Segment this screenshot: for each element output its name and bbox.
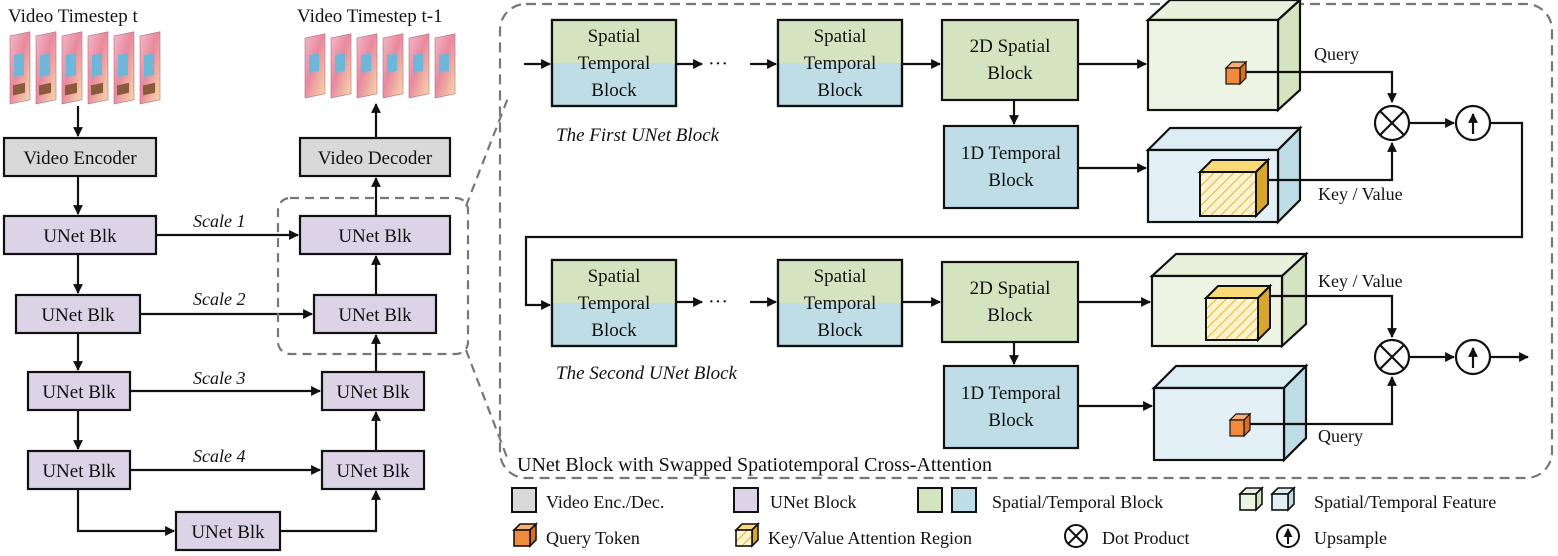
- unet-blk-dec-4: [320, 449, 426, 491]
- purple-square-icon: [733, 487, 759, 513]
- cube-pair-icon: [1238, 486, 1296, 512]
- scale-1-label: Scale 1: [193, 211, 245, 231]
- legend-label-feature: Spatial/Temporal Feature: [1314, 492, 1496, 512]
- unet-blk-label: UNet Blk: [336, 382, 410, 403]
- video-decoder-box: [298, 136, 452, 178]
- dot-product-icon: [1373, 338, 1411, 376]
- query-token-cube-1: [1224, 60, 1248, 86]
- pipeline-arrows: [73, 103, 381, 536]
- query-token-cube-2: [1228, 412, 1252, 438]
- unet-blk-dec-2: [312, 293, 438, 335]
- second-unet-caption: The Second UNet Block: [556, 363, 738, 384]
- spatial-2d-block-1: [940, 18, 1080, 102]
- legend-label-unet: UNet Block: [770, 492, 856, 512]
- ellipsis-2: ···: [708, 291, 728, 313]
- dot-product-icon: [1373, 104, 1411, 142]
- st-block-label: Spatial Temporal Block: [577, 265, 651, 341]
- first-unet-caption: The First UNet Block: [556, 125, 720, 146]
- scale-2-label: Scale 2: [193, 289, 245, 309]
- unet-blk-label: UNet Blk: [41, 305, 115, 326]
- legend-label-upsample: Upsample: [1314, 528, 1387, 548]
- spatial-2d-label: 2D Spatial Block: [969, 278, 1051, 326]
- input-video-frames: [9, 31, 161, 105]
- legend-label-dot-product: Dot Product: [1102, 528, 1190, 548]
- zoom-region-box: [276, 196, 470, 356]
- detail-panel-title: UNet Block with Swapped Spatiotemporal C…: [517, 454, 992, 476]
- yellow-cube-icon: [734, 522, 760, 548]
- unet-blk-enc-3: [26, 370, 132, 412]
- scale-4-label: Scale 4: [193, 446, 245, 466]
- zoom-connector-bottom: [464, 349, 510, 461]
- unet-blk-label: UNet Blk: [338, 305, 412, 326]
- unet-blk-label: UNet Blk: [338, 226, 412, 247]
- legend-label-spatial-temporal-block: Spatial/Temporal Block: [992, 492, 1163, 512]
- unet-blk-label: UNet Blk: [191, 522, 265, 543]
- upsample-icon: [1454, 338, 1492, 376]
- unet-blk-label: UNet Blk: [336, 461, 410, 482]
- kv-region-cube-1: [1197, 157, 1271, 219]
- st-block-label: Spatial Temporal Block: [803, 25, 877, 101]
- unet-blk-label: UNet Blk: [42, 461, 116, 482]
- upsample-icon: [1276, 524, 1300, 548]
- temporal-feature-cube-2: [1151, 363, 1309, 463]
- unet-blk-label: UNet Blk: [42, 382, 116, 403]
- connector-to-second-block: [524, 121, 1524, 310]
- video-decoder-label: Video Decoder: [318, 148, 433, 169]
- query-label-2: Query: [1318, 426, 1363, 446]
- zoom-connector-top: [464, 97, 510, 207]
- kv-region-cube-2: [1203, 283, 1273, 343]
- unet-blk-bottleneck: [174, 510, 282, 552]
- spatial-2d-block-2: [940, 260, 1080, 344]
- orange-cube-icon: [512, 522, 538, 548]
- unet-blk-label: UNet Blk: [43, 226, 117, 247]
- ellipsis-1: ···: [708, 53, 728, 75]
- upsample-icon: [1454, 104, 1492, 142]
- temporal-1d-block-1: [942, 124, 1080, 210]
- legend-label-enc-dec: Video Enc./Dec.: [546, 492, 664, 512]
- video-encoder-box: [2, 136, 158, 178]
- input-timestep-label: Video Timestep t: [8, 6, 138, 27]
- spatial-2d-label: 2D Spatial Block: [969, 36, 1051, 84]
- query-label-1: Query: [1314, 44, 1359, 64]
- temporal-1d-label: 1D Temporal Block: [960, 143, 1062, 191]
- scale-3-label: Scale 3: [193, 368, 245, 388]
- dot-product-icon: [1064, 524, 1088, 548]
- key-value-label-2: Key / Value: [1318, 271, 1403, 291]
- output-timestep-label: Video Timestep t-1: [297, 6, 443, 27]
- spatial-feature-cube-1: [1145, 0, 1302, 113]
- key-value-label-1: Key / Value: [1318, 184, 1403, 204]
- output-video-frames: [304, 33, 456, 99]
- st-block-label: Spatial Temporal Block: [803, 265, 877, 341]
- legend: Video Enc./Dec. UNet Block Spatial/Tempo…: [511, 486, 1496, 548]
- green-blue-squares-icon: [917, 487, 977, 513]
- legend-label-query-token: Query Token: [546, 528, 640, 548]
- gray-square-icon: [511, 487, 537, 513]
- video-encoder-label: Video Encoder: [23, 148, 137, 169]
- unet-blk-dec-1: [298, 214, 452, 256]
- temporal-1d-label: 1D Temporal Block: [960, 383, 1062, 431]
- detail-panel-frame: [498, 2, 1554, 480]
- unet-blk-dec-3: [320, 370, 426, 412]
- st-block-label: Spatial Temporal Block: [577, 25, 651, 101]
- legend-label-kv-region: Key/Value Attention Region: [768, 528, 972, 548]
